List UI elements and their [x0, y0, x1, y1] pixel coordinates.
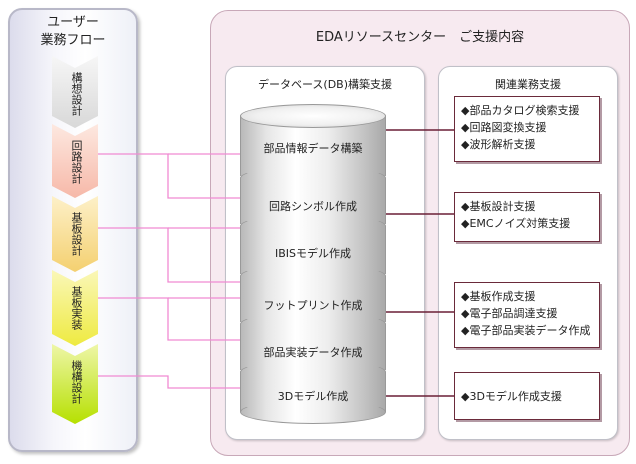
flow-connectors	[98, 153, 240, 389]
db-cylinder-bottom	[240, 400, 386, 424]
support-box-catalog: ◆部品カタログ検索支援 ◆回路図変換支援 ◆波形解析支援	[454, 96, 600, 162]
db-segment-label: 回路シンボル作成	[269, 200, 357, 213]
user-workflow-title: ユーザー 業務フロー	[10, 14, 136, 50]
center-panel-title: EDAリソースセンター ご支援内容	[315, 30, 525, 45]
flow-step-label: 回路設計	[70, 140, 83, 184]
support-item: ◆波形解析支援	[461, 138, 536, 151]
support-item: ◆基板作成支援	[461, 290, 536, 303]
db-segment-label: 部品実装データ作成	[263, 346, 363, 359]
connector-mechanical-design	[98, 375, 240, 389]
related-business-title: 関連業務支援	[495, 78, 561, 91]
support-item: ◆電子部品調達支援	[461, 307, 558, 320]
flow-step-mechanical-design: 機構設計	[52, 344, 98, 424]
user-workflow-title-line2: 業務フロー	[40, 33, 106, 48]
flow-step-board-assembly: 基板実装	[52, 270, 98, 346]
support-box-3d-model: ◆3Dモデル作成支援	[454, 372, 600, 420]
support-item: ◆基板設計支援	[461, 200, 536, 213]
connector-circuit-design	[98, 153, 240, 199]
connector-board-assembly	[98, 297, 240, 341]
db-segment-label: 部品情報データ構築	[263, 142, 363, 155]
support-box-board-production: ◆基板作成支援 ◆電子部品調達支援 ◆電子部品実装データ作成	[454, 282, 600, 348]
flow-step-label: 基板設計	[70, 212, 83, 256]
flow-step-label: 基板実装	[70, 286, 83, 330]
support-item: ◆部品カタログ検索支援	[461, 104, 580, 117]
support-item: ◆電子部品実装データ作成	[461, 324, 591, 337]
flow-step-board-design: 基板設計	[52, 196, 98, 272]
support-item: ◆3Dモデル作成支援	[461, 390, 562, 403]
support-item: ◆EMCノイズ対策支援	[461, 217, 571, 230]
db-cylinder-top	[240, 104, 386, 128]
support-item: ◆回路図変換支援	[461, 121, 547, 134]
user-workflow-title-line1: ユーザー	[47, 15, 99, 30]
db-support-title: データベース(DB)構築支援	[257, 78, 393, 91]
support-box-board-design: ◆基板設計支援 ◆EMCノイズ対策支援	[454, 192, 600, 242]
support-connectors	[386, 129, 454, 397]
flow-step-label: 構想設計	[70, 72, 83, 116]
flow-step-label: 機構設計	[70, 360, 83, 404]
flow-step-circuit-design: 回路設計	[52, 124, 98, 198]
connector-board-design	[98, 227, 240, 283]
db-segment-label: IBISモデル作成	[274, 247, 352, 260]
db-segment-label: フットプリント作成	[263, 299, 363, 312]
flow-step-concept-design: 構想設計	[52, 56, 98, 128]
